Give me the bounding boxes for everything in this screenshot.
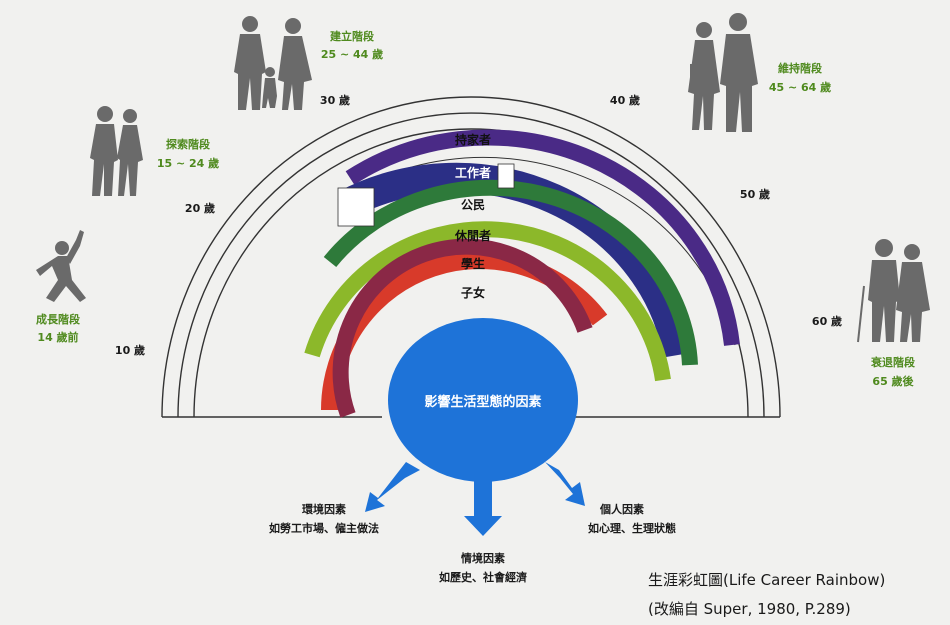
role-label-child: 子女 <box>461 285 485 300</box>
silhouette-father-body <box>234 34 266 110</box>
factor-personal-desc: 如心理、生理狀態 <box>588 521 676 535</box>
factor-texts: 環境因素 如勞工市場、僱主做法 情境因素 如歷史、社會經濟 個人因素 如心理、生… <box>269 502 676 584</box>
age-mark-30: 30 歲 <box>320 93 350 107</box>
caption-line1: 生涯彩虹圖(Life Career Rainbow) <box>648 571 885 589</box>
rainbow-frame <box>161 96 781 418</box>
silhouette-mother-body <box>278 36 312 110</box>
factor-environmental-title: 環境因素 <box>302 502 346 516</box>
silhouette-elder-1-head <box>875 239 893 257</box>
band-homemaker <box>345 129 740 346</box>
age-mark-40: 40 歲 <box>610 93 640 107</box>
stage-silhouettes <box>36 13 930 343</box>
stage-growth-ages: 14 歲前 <box>37 330 78 344</box>
stage-maintenance-name: 維持階段 <box>778 61 822 75</box>
role-label-leisurite: 休閒者 <box>454 228 491 243</box>
center-label: 影響生活型態的因素 <box>424 394 541 410</box>
stage-maintenance-ages: 45 ~ 64 歲 <box>769 80 831 94</box>
silhouette-child-body <box>36 256 86 302</box>
silhouette-man-body <box>720 34 758 132</box>
silhouette-woman-body <box>688 40 720 130</box>
band-gaps <box>337 163 515 227</box>
band-citizen <box>323 179 698 366</box>
role-labels: 持家者 工作者 公民 休閒者 學生 子女 <box>454 132 491 300</box>
stage-exploration-name: 探索階段 <box>166 137 210 151</box>
factor-environmental-desc: 如勞工市場、僱主做法 <box>269 521 379 535</box>
silhouette-youth-1-body <box>90 124 118 196</box>
silhouette-father-head <box>242 16 258 32</box>
stage-establishment-name: 建立階段 <box>330 29 374 43</box>
age-mark-10: 10 歲 <box>115 343 145 357</box>
silhouette-elder-1-body <box>868 260 900 342</box>
stage-decline-name: 衰退階段 <box>870 355 915 369</box>
age-mark-20: 20 歲 <box>185 201 215 215</box>
silhouette-man-head <box>729 13 747 31</box>
gap-worker-center <box>497 163 515 189</box>
silhouette-elder-2-head <box>904 244 920 260</box>
silhouette-youth-2-body <box>117 125 143 196</box>
arrow-environmental-shape <box>365 462 420 512</box>
silhouette-mother-head <box>285 18 301 34</box>
factor-situational-desc: 如歷史、社會經濟 <box>439 570 527 584</box>
arrow-environmental <box>365 462 420 512</box>
factor-situational-title: 情境因素 <box>461 551 505 565</box>
silhouette-family-icon <box>234 16 312 110</box>
role-label-citizen: 公民 <box>461 198 485 212</box>
silhouette-handbag <box>690 64 699 78</box>
center-circle <box>388 318 578 482</box>
role-bands <box>304 129 740 418</box>
silhouette-woman-head <box>696 22 712 38</box>
band-child <box>332 238 593 418</box>
stage-exploration-ages: 15 ~ 24 歲 <box>157 156 219 170</box>
silhouette-business-couple-icon <box>688 13 758 132</box>
silhouette-youth-couple-icon <box>90 106 143 196</box>
stage-labels: 成長階段 14 歲前 探索階段 15 ~ 24 歲 建立階段 25 ~ 44 歲… <box>36 29 915 388</box>
silhouette-child-head <box>55 241 69 255</box>
silhouette-child-small-head <box>265 67 275 77</box>
silhouette-elderly-couple-icon <box>857 239 930 343</box>
age-mark-50: 50 歲 <box>740 187 770 201</box>
role-label-worker: 工作者 <box>455 165 491 180</box>
silhouette-cane <box>857 285 865 343</box>
silhouette-youth-1-head <box>97 106 113 122</box>
band-leisurite <box>304 221 671 382</box>
stage-growth-name: 成長階段 <box>36 312 80 326</box>
arrow-personal <box>545 462 585 506</box>
factor-personal-title: 個人因素 <box>599 502 644 516</box>
frame-arc-outer <box>161 96 781 418</box>
frame-arc-2 <box>177 112 765 418</box>
silhouette-child-icon <box>36 230 86 302</box>
age-mark-60: 60 歲 <box>812 314 842 328</box>
age-marks: 10 歲 20 歲 30 歲 40 歲 50 歲 60 歲 <box>115 93 842 357</box>
silhouette-youth-2-head <box>123 109 137 123</box>
arrow-situational <box>464 480 502 536</box>
caption-line2: (改編自 Super, 1980, P.289) <box>648 600 851 618</box>
arrow-personal-shape <box>545 462 585 506</box>
silhouette-elder-2-body <box>896 262 930 342</box>
caption: 生涯彩虹圖(Life Career Rainbow) (改編自 Super, 1… <box>648 571 885 618</box>
stage-decline-ages: 65 歲後 <box>872 374 914 388</box>
silhouette-child-arm <box>66 230 84 264</box>
factor-arrows <box>365 462 585 536</box>
role-label-homemaker: 持家者 <box>455 132 491 147</box>
silhouette-child-small-body <box>262 78 277 108</box>
role-label-student: 學生 <box>461 256 485 271</box>
arrow-situational-shape <box>464 480 502 536</box>
gap-worker-left <box>337 187 375 227</box>
stage-establishment-ages: 25 ~ 44 歲 <box>321 47 383 61</box>
